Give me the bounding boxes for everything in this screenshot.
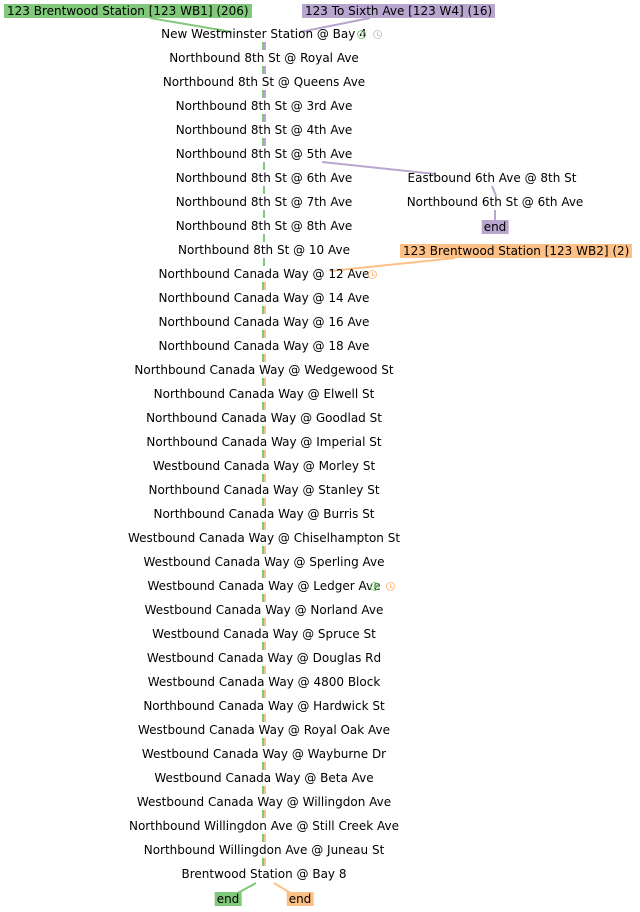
stop-label: Northbound Canada Way @ Hardwick St — [143, 699, 385, 713]
stop-label: Brentwood Station @ Bay 8 — [181, 867, 347, 881]
stop-label: Northbound Canada Way @ Burris St — [153, 507, 375, 521]
stop-label: Northbound 8th St @ 6th Ave — [175, 171, 353, 185]
stop-label: Northbound Willingdon Ave @ Juneau St — [143, 843, 385, 857]
clock-icon — [357, 30, 366, 39]
stop-label: Northbound Canada Way @ Goodlad St — [146, 411, 382, 425]
clock-icon — [368, 270, 377, 279]
clock-icon — [373, 30, 382, 39]
stop-label: Westbound Canada Way @ Royal Oak Ave — [137, 723, 391, 737]
end-tag-wb2: end — [286, 892, 314, 906]
stop-label: Northbound Canada Way @ Wedgewood St — [134, 363, 394, 377]
route-tag-w4: 123 To Sixth Ave [123 W4] (16) — [302, 4, 496, 18]
route-tag-wb1: 123 Brentwood Station [123 WB1] (206) — [4, 4, 252, 18]
connector-w4-start — [299, 17, 371, 33]
stop-label: Westbound Canada Way @ Spruce St — [152, 627, 376, 641]
stop-label: Westbound Canada Way @ Wayburne Dr — [141, 747, 387, 761]
stop-label: Northbound Canada Way @ Stanley St — [148, 483, 380, 497]
stop-label: Northbound 8th St @ 10 Ave — [178, 243, 350, 257]
stop-label: Westbound Canada Way @ 4800 Block — [147, 675, 381, 689]
stop-label: Westbound Canada Way @ Chiselhampton St — [127, 531, 401, 545]
branch-stop-label: Northbound 6th St @ 6th Ave — [406, 195, 584, 209]
end-tag-wb1: end — [214, 892, 242, 906]
stop-label: Northbound Canada Way @ 12 Ave — [158, 267, 370, 281]
stop-label: Northbound Canada Way @ Elwell St — [153, 387, 375, 401]
stop-label: Northbound 8th St @ Queens Ave — [162, 75, 366, 89]
clock-icon — [386, 582, 395, 591]
stop-label: Northbound Canada Way @ 16 Ave — [158, 315, 370, 329]
clock-icon — [370, 582, 379, 591]
branch-w4-out — [321, 161, 436, 175]
stop-label: Northbound Willingdon Ave @ Still Creek … — [128, 819, 400, 833]
stop-label: Westbound Canada Way @ Morley St — [152, 459, 376, 473]
connector-wb1-start — [149, 17, 233, 33]
stop-label: Northbound 8th St @ 3rd Ave — [175, 99, 353, 113]
stop-label: Westbound Canada Way @ Beta Ave — [154, 771, 374, 785]
stop-label: Westbound Canada Way @ Willingdon Ave — [136, 795, 392, 809]
stop-label: Northbound Canada Way @ Imperial St — [146, 435, 382, 449]
end-tag-w4: end — [481, 220, 509, 234]
stop-label: Northbound 8th St @ Royal Ave — [169, 51, 359, 65]
stop-label: Westbound Canada Way @ Sperling Ave — [143, 555, 385, 569]
route-tag-wb2: 123 Brentwood Station [123 WB2] (2) — [400, 244, 633, 258]
stop-label: Westbound Canada Way @ Douglas Rd — [146, 651, 382, 665]
stop-label: Northbound 8th St @ 7th Ave — [175, 195, 353, 209]
stop-label: Northbound Canada Way @ 18 Ave — [158, 339, 370, 353]
stop-label: New Westminster Station @ Bay 4 — [161, 27, 367, 41]
stop-label: Northbound 8th St @ 8th Ave — [175, 219, 353, 233]
stop-label: Northbound Canada Way @ 14 Ave — [158, 291, 370, 305]
branch-stop-label: Eastbound 6th Ave @ 8th St — [407, 171, 577, 185]
stop-label: Westbound Canada Way @ Norland Ave — [144, 603, 384, 617]
stop-label: Northbound 8th St @ 5th Ave — [175, 147, 353, 161]
connector-wb2-start — [329, 257, 456, 272]
stop-label: Northbound 8th St @ 4th Ave — [175, 123, 353, 137]
stop-label: Westbound Canada Way @ Ledger Ave — [147, 579, 381, 593]
branch-w4-segment — [491, 185, 497, 197]
